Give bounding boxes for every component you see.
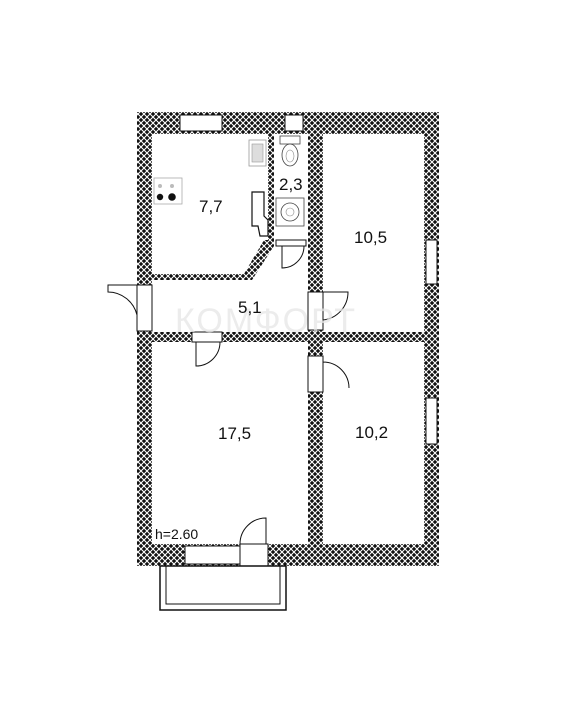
window-bathroom xyxy=(284,114,304,132)
room-area-bedroom-top-right: 10,5 xyxy=(354,228,387,247)
watermark: КОМФОРТ xyxy=(175,302,357,340)
room-area-kitchen: 7,7 xyxy=(199,197,223,216)
door-balcony xyxy=(239,517,269,567)
room-area-hallway: 5,1 xyxy=(238,298,262,317)
windows xyxy=(179,114,438,565)
ceiling-height-label: h=2.60 xyxy=(155,526,198,542)
entrance-door xyxy=(107,284,153,332)
room-area-bedroom-bottom-right: 10,2 xyxy=(355,423,388,442)
balcony xyxy=(159,565,287,611)
window-right-bottom xyxy=(425,397,438,445)
toilet-icon xyxy=(279,135,301,167)
sink-icon xyxy=(248,139,267,167)
door-bathroom xyxy=(275,239,307,269)
stove-icon xyxy=(153,177,183,205)
room-area-bathroom: 2,3 xyxy=(279,175,303,194)
room-area-living-room: 17,5 xyxy=(218,424,251,443)
washbasin-icon xyxy=(275,197,305,227)
window-kitchen xyxy=(179,114,223,132)
door-top-right-bedroom xyxy=(307,291,349,331)
kitchen-diagonal-wall xyxy=(244,240,274,280)
door-bottom-right-bedroom xyxy=(307,355,350,393)
window-right-top xyxy=(425,239,438,285)
interior-walls xyxy=(152,134,424,544)
door-living-room xyxy=(191,331,223,367)
stairs-icon xyxy=(251,191,269,237)
